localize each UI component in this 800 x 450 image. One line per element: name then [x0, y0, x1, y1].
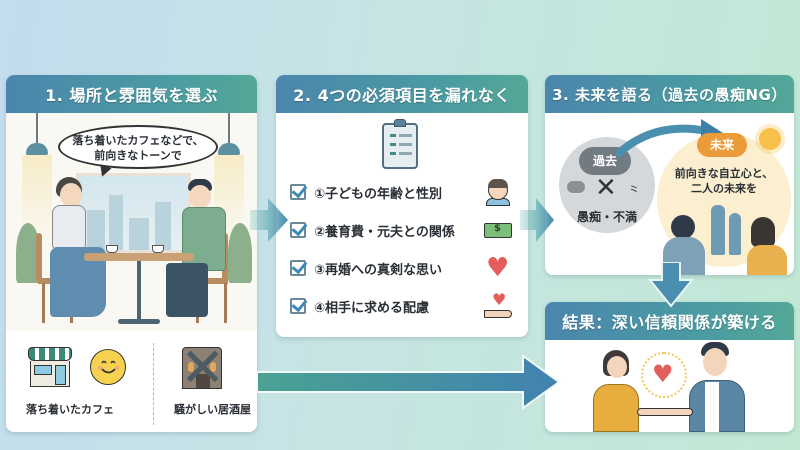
checklist-item: ③再婚への真剣な思い ♥ — [290, 249, 516, 287]
checklist-item: ②養育費・元夫との関係 — [290, 211, 516, 249]
venue-options: 落ち着いたカフェ ✕ 騒がしい居酒屋 — [6, 331, 257, 432]
sun-icon — [759, 128, 781, 150]
window-city-view — [76, 173, 191, 253]
man-back-figure — [671, 215, 695, 239]
past-label: 愚痴・不満 — [576, 210, 637, 224]
checkbox-checked-icon — [290, 184, 306, 200]
storm-cloud-icon — [567, 181, 585, 193]
panel-title: 3. 未来を語る（過去の愚痴NG） — [545, 75, 794, 113]
panel-title: 結果：深い信頼関係が築ける — [545, 302, 794, 340]
sparkle-rays — [641, 352, 687, 398]
panel-place-and-atmosphere: 1. 場所と雰囲気を選ぶ 落ち着いたカフェなどで、 前向きなトーンで — [6, 75, 257, 432]
coffee-cup-icon — [106, 245, 118, 253]
handshake-icon — [637, 408, 693, 416]
arrow-right-long-icon — [257, 354, 561, 410]
lamp-shade — [26, 143, 48, 155]
option-label: 落ち着いたカフェ — [26, 403, 114, 416]
arrow-right-icon — [250, 198, 288, 242]
arrow-down-icon — [648, 262, 694, 308]
clipboard-checklist-icon — [382, 119, 418, 169]
family-silhouette-icon — [711, 205, 725, 255]
izakaya-icon — [182, 347, 222, 389]
checkbox-checked-icon — [290, 222, 306, 238]
panel-title: 2. 4つの必須項目を漏れなく — [276, 75, 528, 113]
smiley-face-icon — [90, 349, 126, 385]
checklist-item: ①子どもの年齢と性別 — [290, 173, 516, 211]
x-mark-icon: ✕ — [180, 336, 226, 399]
cafe-table — [84, 253, 194, 261]
panel-title: 1. 場所と雰囲気を選ぶ — [6, 75, 257, 113]
coffee-cup-icon — [152, 245, 164, 253]
money-icon — [484, 216, 512, 244]
arrow-right-icon — [520, 198, 554, 242]
checkbox-checked-icon — [290, 298, 306, 314]
panel-talk-future: 3. 未来を語る（過去の愚痴NG） 過去 ✕ ⺀ 愚痴・不満 未来 前向きな自立… — [545, 75, 794, 275]
woman-back-figure — [751, 217, 775, 247]
panel-result: 結果：深い信頼関係が築ける ♥ — [545, 302, 794, 432]
essentials-checklist: ①子どもの年齢と性別 ②養育費・元夫との関係 ③再婚への真剣な思い ♥ ④相手に… — [290, 173, 516, 325]
lamp-shade — [218, 143, 240, 155]
option-label: 騒がしい居酒屋 — [174, 403, 251, 416]
dashed-divider — [153, 343, 154, 425]
plant-icon — [228, 223, 252, 283]
cafe-storefront-icon — [28, 347, 72, 387]
cafe-scene-illustration: 落ち着いたカフェなどで、 前向きなトーンで — [6, 113, 257, 331]
heart-icon: ♥ — [486, 253, 510, 283]
x-mark-icon: ✕ — [595, 173, 617, 203]
lamp-icon — [36, 113, 38, 143]
speech-bubble: 落ち着いたカフェなどで、 前向きなトーンで — [58, 125, 218, 169]
future-tag: 未来 — [697, 133, 747, 157]
checklist-item: ④相手に求める配慮 ♥ — [290, 287, 516, 325]
panel-four-essentials: 2. 4つの必須項目を漏れなく ①子どもの年齢と性別 ②養育費・元夫との関係 ③… — [276, 75, 528, 337]
hand-heart-icon: ♥ — [484, 290, 512, 320]
checkbox-checked-icon — [290, 260, 306, 276]
frustration-mark-icon: ⺀ — [627, 184, 641, 200]
future-text: 前向きな自立心と、 二人の未来を — [674, 167, 774, 195]
child-icon — [484, 178, 512, 206]
lamp-icon — [228, 113, 230, 143]
heart-icon: ♥ — [652, 360, 674, 388]
